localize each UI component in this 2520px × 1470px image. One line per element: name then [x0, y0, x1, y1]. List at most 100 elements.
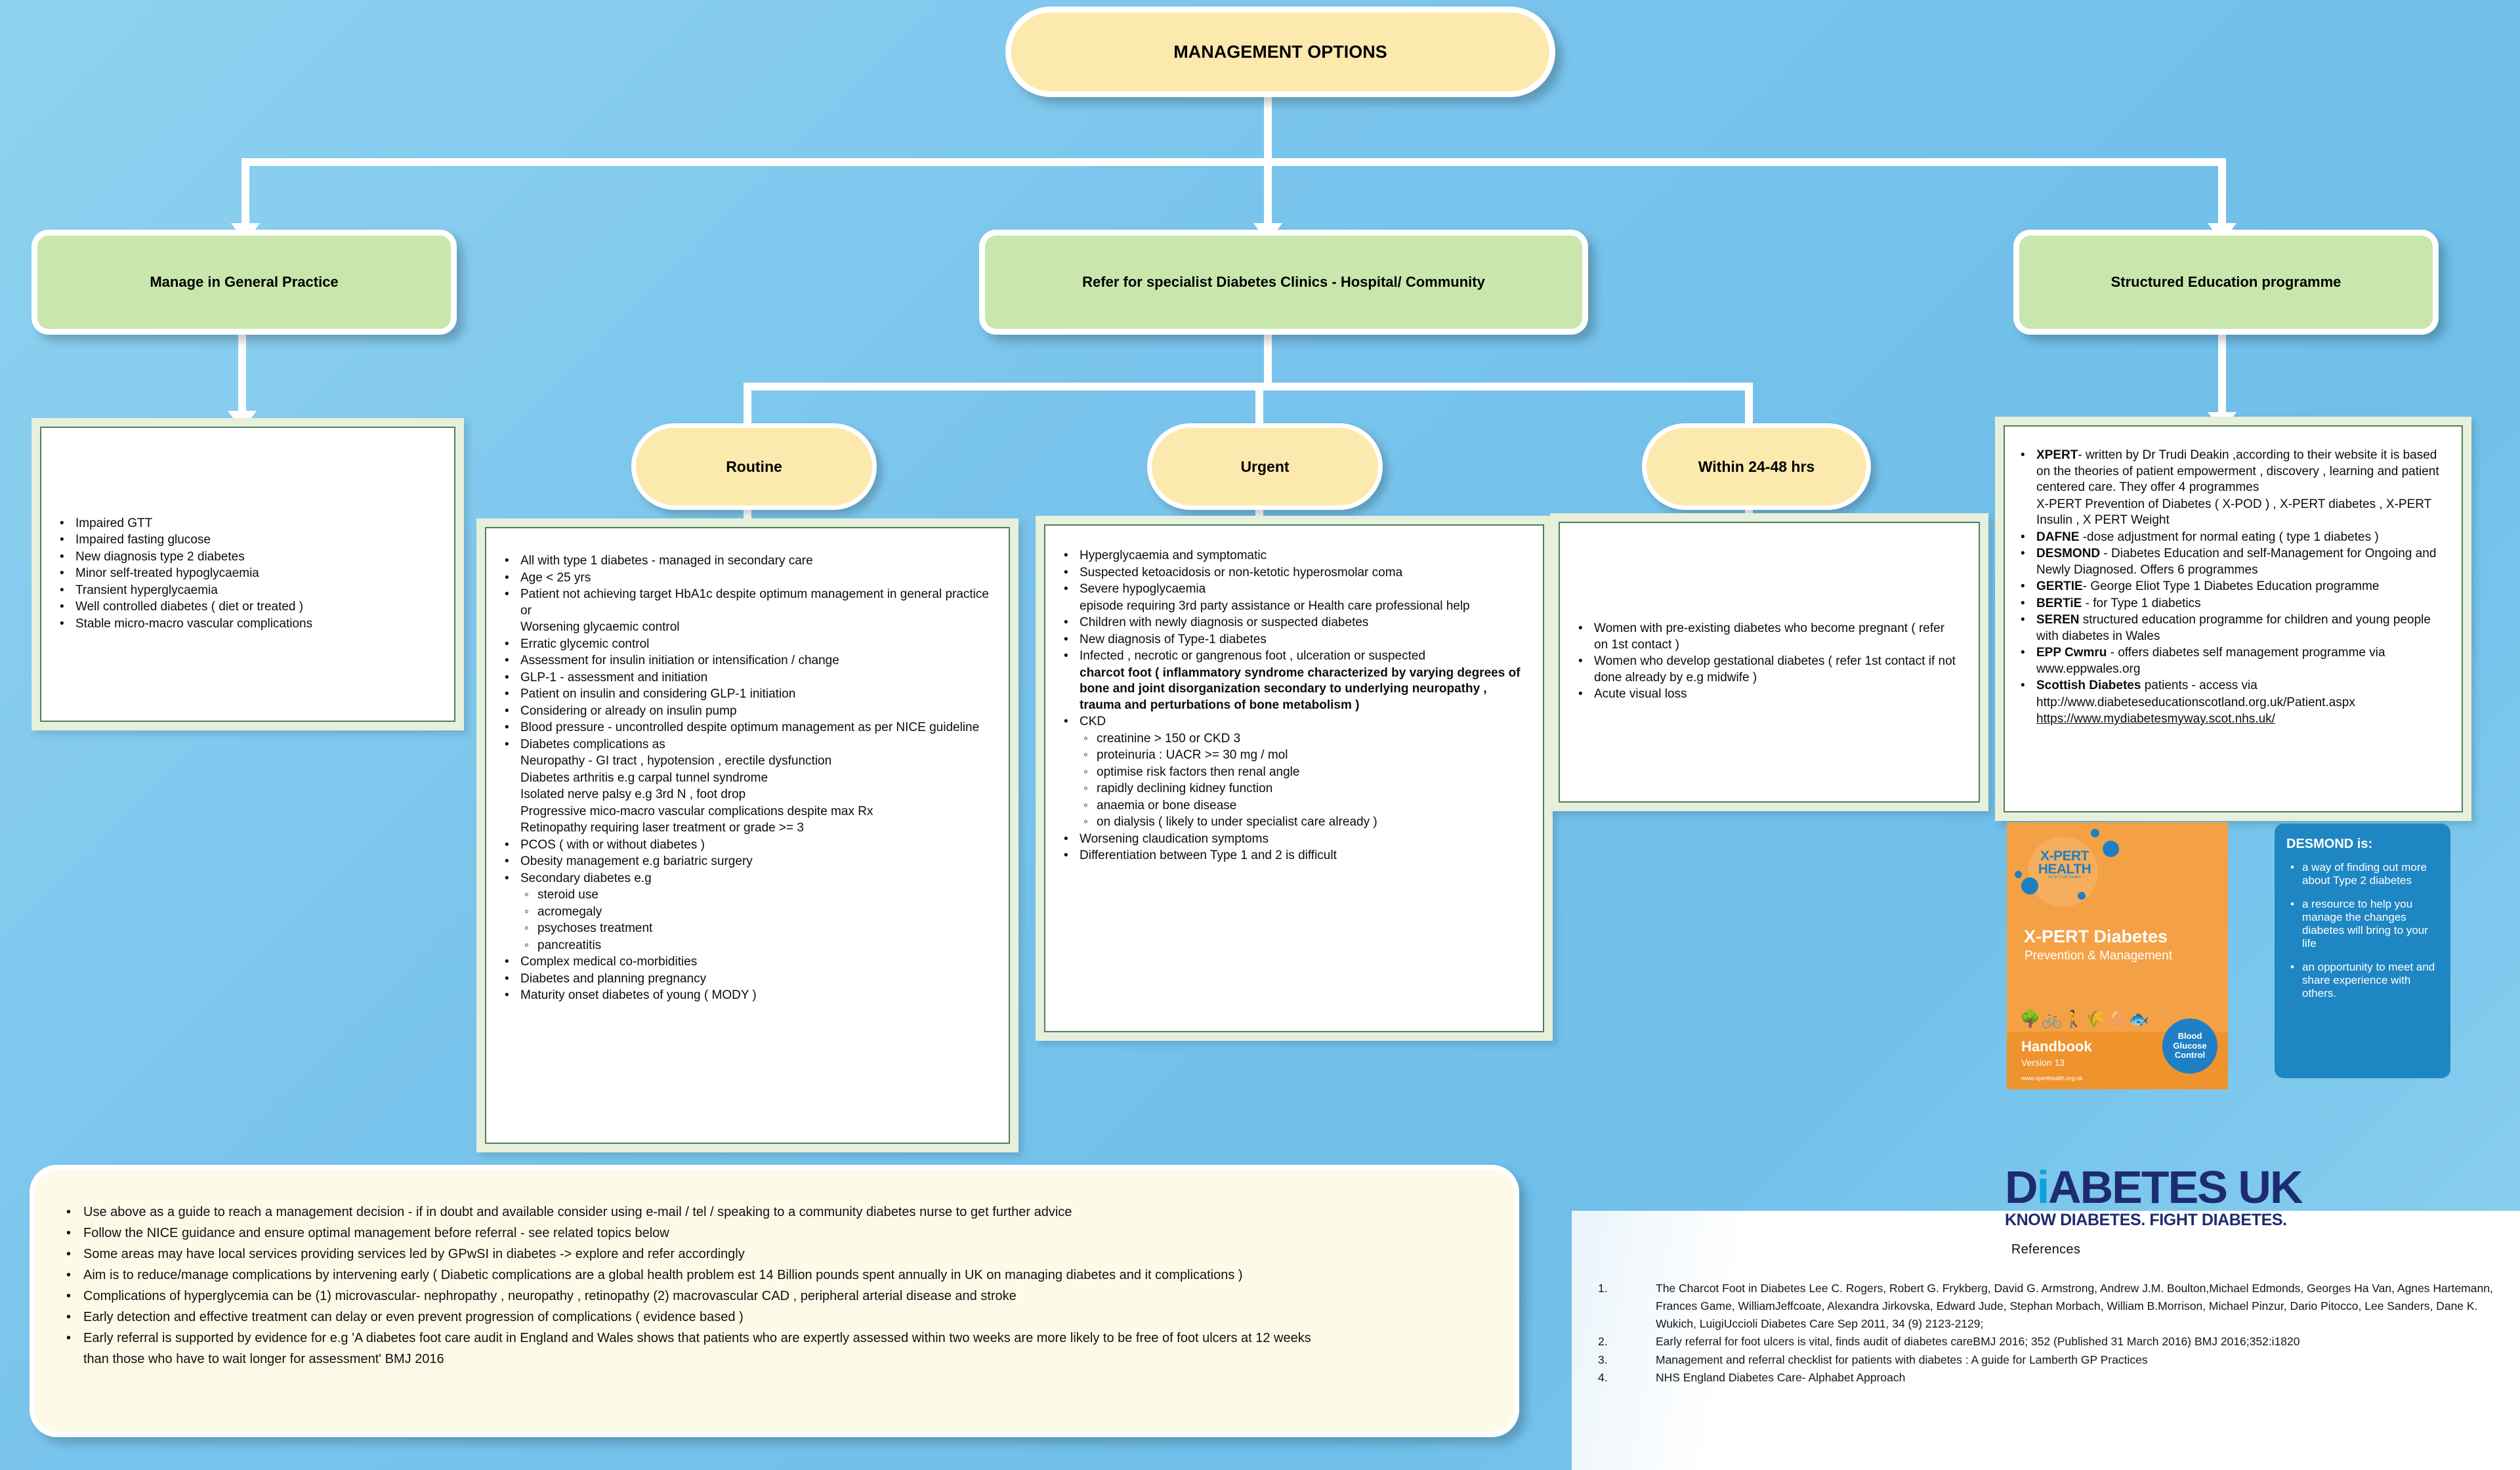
- list-item: Infected , necrotic or gangrenous foot ,…: [1064, 648, 1526, 665]
- connector-sub-horizontal: [744, 383, 1753, 390]
- within-list: Women with pre-existing diabetes who bec…: [1560, 621, 1979, 704]
- list-item: pancreatitis: [520, 938, 992, 954]
- list-item: than those who have to wait longer for a…: [83, 1352, 444, 1366]
- xpert-blood-glucose-badge: Blood Glucose Control: [2162, 1018, 2217, 1074]
- xpert-dot-1: [2091, 829, 2099, 837]
- list-item: Women with pre-existing diabetes who bec…: [1578, 621, 1962, 653]
- connector-gp-stem: [238, 320, 246, 415]
- list-item: Patient on insulin and considering GLP-1…: [505, 686, 992, 703]
- node-manage-gp-label: Manage in General Practice: [150, 274, 339, 290]
- list-item: Assessment for insulin initiation or int…: [505, 653, 992, 669]
- connector-specialist-stem: [1264, 320, 1272, 388]
- xpert-dot-3: [2015, 871, 2022, 878]
- list-item: on dialysis ( likely to under specialist…: [1080, 814, 1526, 831]
- list-item: Women who develop gestational diabetes (…: [1578, 654, 1962, 686]
- list-item-lead: BERTiE: [2036, 596, 2082, 610]
- list-item: Aim is to reduce/manage complications by…: [66, 1266, 1490, 1285]
- duk-rest: ABETES UK: [2048, 1162, 2303, 1213]
- list-item: Diabetes and planning pregnancy: [505, 971, 992, 988]
- desmond-title: DESMOND is:: [2286, 837, 2373, 851]
- list-item-lead: Scottish Diabetes: [2036, 679, 2141, 692]
- list-item: Secondary diabetes e.g: [505, 871, 992, 887]
- list-item: Early detection and effective treatment …: [66, 1308, 1490, 1327]
- list-item: New diagnosis of Type-1 diabetes: [1064, 632, 1526, 648]
- xpert-subtitle: Prevention & Management: [2025, 949, 2172, 963]
- xpert-brochure-image: X-PERT HEALTH by Dr Trudi Deakin X-PERT …: [2007, 822, 2228, 1089]
- list-item: Minor self-treated hypoglycaemia: [60, 566, 437, 582]
- desmond-list-item: an opportunity to meet and share experie…: [2290, 961, 2439, 1000]
- panel-general-practice: Impaired GTTImpaired fasting glucoseNew …: [32, 418, 464, 730]
- list-item: Neuropathy - GI tract , hypotension , er…: [520, 754, 832, 768]
- xpert-dot-5: [2078, 892, 2086, 900]
- list-item: Scottish Diabetes patients - access via: [2021, 678, 2447, 694]
- panel-routine: All with type 1 diabetes - managed in se…: [476, 518, 1018, 1152]
- node-urgent[interactable]: Urgent: [1147, 423, 1383, 510]
- list-item: Blood pressure - uncontrolled despite op…: [505, 720, 992, 736]
- diabetes-uk-logo: DiABETES UK KNOW DIABETES. FIGHT DIABETE…: [2005, 1164, 2412, 1229]
- node-management-options[interactable]: MANAGEMENT OPTIONS: [1005, 7, 1555, 97]
- list-item: XPERT- written by Dr Trudi Deakin ,accor…: [2021, 448, 2447, 496]
- list-item: Acute visual loss: [1578, 686, 1962, 703]
- list-item: Transient hyperglycaemia: [60, 583, 437, 599]
- node-within-label: Within 24-48 hrs: [1698, 457, 1815, 475]
- desmond-info-box: DESMOND is: a way of finding out more ab…: [2275, 824, 2450, 1078]
- references-section: References The Charcot Foot in Diabetes …: [1572, 1211, 2520, 1470]
- node-management-options-label: MANAGEMENT OPTIONS: [1173, 41, 1387, 62]
- list-item: Patient not achieving target HbA1c despi…: [505, 587, 992, 619]
- list-item: Some areas may have local services provi…: [66, 1245, 1490, 1264]
- list-item: https://www.mydiabetesmyway.scot.nhs.uk/: [2036, 712, 2275, 726]
- duk-i: i: [2036, 1162, 2050, 1213]
- list-item: Hyperglycaemia and symptomatic: [1064, 548, 1526, 564]
- list-item: Diabetes complications as: [505, 737, 992, 753]
- list-item-lead: EPP Cwmru: [2036, 646, 2107, 660]
- reference-item: NHS England Diabetes Care- Alphabet Appr…: [1598, 1369, 1906, 1387]
- list-item: rapidly declining kidney function: [1080, 781, 1526, 797]
- xpert-version-label: Version 13: [2021, 1057, 2065, 1068]
- list-item: Impaired fasting glucose: [60, 532, 437, 549]
- list-item: DESMOND - Diabetes Education and self-Ma…: [2021, 546, 2447, 578]
- xpert-logo-label: X-PERT HEALTH: [2038, 849, 2091, 877]
- xpert-lifestyle-icons: 🌳🚲🚶🌾🥚🐟: [2020, 1010, 2151, 1028]
- list-item: anaemia or bone disease: [1080, 798, 1526, 814]
- panel-structured-education: XPERT- written by Dr Trudi Deakin ,accor…: [1995, 417, 2471, 821]
- node-manage-in-general-practice[interactable]: Manage in General Practice: [32, 230, 457, 335]
- panel-within-24-48: Women with pre-existing diabetes who bec…: [1550, 513, 1988, 811]
- list-item: http://www.diabeteseducationscotland.org…: [2036, 695, 2355, 709]
- xpert-dot-2: [2103, 841, 2119, 857]
- node-refer-specialist-clinics[interactable]: Refer for specialist Diabetes Clinics - …: [979, 230, 1588, 335]
- list-item: Well controlled diabetes ( diet or treat…: [60, 599, 437, 616]
- connector-drop-right: [2218, 158, 2226, 227]
- list-item: Isolated nerve palsy e.g 3rd N , foot dr…: [520, 788, 746, 801]
- list-item: EPP Cwmru - offers diabetes self managem…: [2021, 645, 2447, 677]
- list-item: steroid use: [520, 887, 992, 904]
- connector-drop-center: [1264, 158, 1272, 227]
- list-item: Age < 25 yrs: [505, 570, 992, 587]
- list-item: Worsening claudication symptoms: [1064, 831, 1526, 848]
- list-item: Use above as a guide to reach a manageme…: [66, 1203, 1490, 1222]
- node-structured-education-programme[interactable]: Structured Education programme: [2013, 230, 2439, 335]
- diabetes-uk-wordmark: DiABETES UK: [2005, 1164, 2412, 1210]
- node-within-24-48-hrs[interactable]: Within 24-48 hrs: [1642, 423, 1871, 510]
- desmond-list-item: a resource to help you manage the change…: [2290, 898, 2439, 950]
- list-item: optimise risk factors then renal angle: [1080, 765, 1526, 781]
- list-item: Severe hypoglycaemia: [1064, 581, 1526, 598]
- general-practice-list: Impaired GTTImpaired fasting glucoseNew …: [41, 516, 454, 633]
- list-item-lead: XPERT: [2036, 448, 2078, 462]
- summary-list: Use above as a guide to reach a manageme…: [35, 1170, 1514, 1369]
- references-list: The Charcot Foot in Diabetes Lee C. Roge…: [1572, 1257, 2520, 1387]
- list-item: GLP-1 - assessment and initiation: [505, 670, 992, 686]
- list-item: acromegaly: [520, 904, 992, 921]
- list-item: X-PERT Prevention of Diabetes ( X-POD ) …: [2036, 497, 2431, 528]
- list-item: Suspected ketoacidosis or non-ketotic hy…: [1064, 565, 1526, 581]
- list-item: Early referral is supported by evidence …: [66, 1329, 1490, 1348]
- reference-item: Management and referral checklist for pa…: [1598, 1351, 2148, 1369]
- node-routine[interactable]: Routine: [631, 423, 877, 510]
- list-item: PCOS ( with or without diabetes ): [505, 837, 992, 854]
- list-item: psychoses treatment: [520, 921, 992, 937]
- reference-item: The Charcot Foot in Diabetes Lee C. Roge…: [1598, 1280, 2493, 1331]
- list-item: Worsening glycaemic control: [520, 620, 680, 634]
- desmond-list: a way of finding out more about Type 2 d…: [2286, 861, 2439, 1000]
- list-item: New diagnosis type 2 diabetes: [60, 549, 437, 566]
- routine-list: All with type 1 diabetes - managed in se…: [486, 528, 1009, 1005]
- xpert-logo-text: X-PERT HEALTH by Dr Trudi Deakin: [2032, 849, 2097, 880]
